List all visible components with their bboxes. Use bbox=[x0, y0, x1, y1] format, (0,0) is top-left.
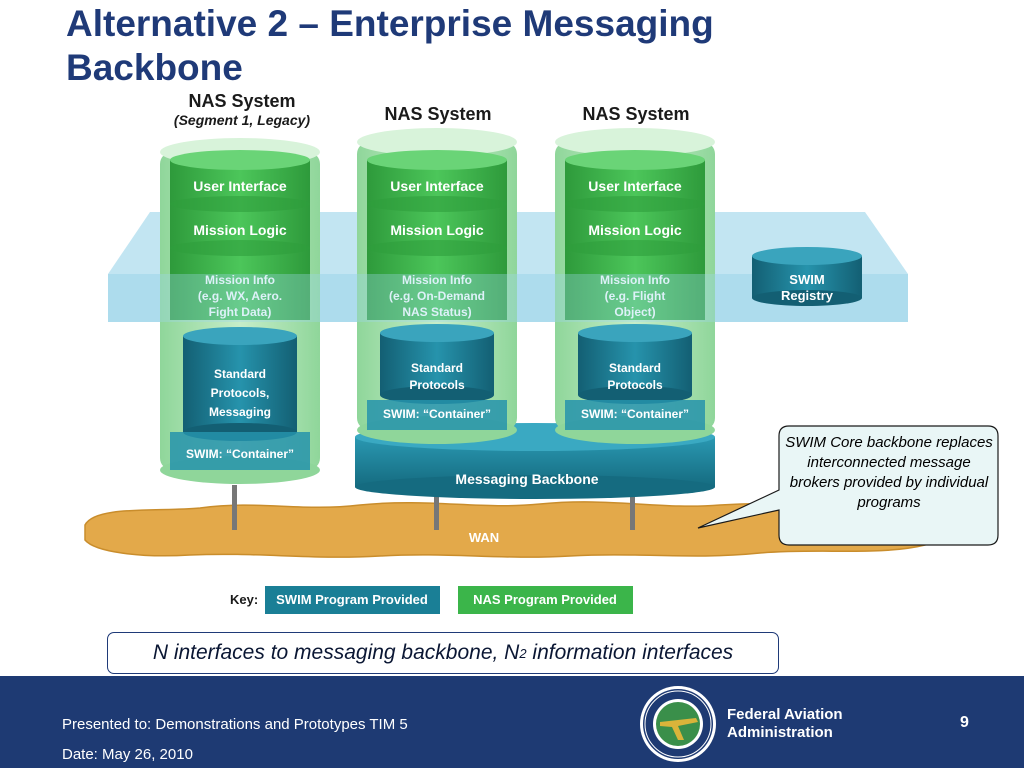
column-2-protocols-1: Standard bbox=[411, 361, 463, 375]
column-1-title: NAS System bbox=[188, 91, 295, 111]
callout-text: SWIM Core backbone replaces interconnect… bbox=[785, 434, 993, 511]
column-1-subtitle: (Segment 1, Legacy) bbox=[174, 112, 310, 128]
summary-text-before: N interfaces to messaging backbone, N bbox=[152, 641, 520, 664]
column-2-mission-info-3: NAS Status) bbox=[402, 305, 471, 319]
column-1-protocols-2: Protocols, bbox=[211, 386, 270, 400]
swim-plane-front bbox=[108, 274, 908, 322]
page-number: 9 bbox=[960, 714, 969, 731]
column-2-mission-logic: Mission Logic bbox=[390, 222, 484, 238]
column-3-mission-info-2: (e.g. Flight bbox=[605, 289, 666, 303]
column-1-mission-logic: Mission Logic bbox=[193, 222, 287, 238]
column-3-container: SWIM: “Container” bbox=[581, 407, 689, 421]
column-3-protocols-1: Standard bbox=[609, 361, 661, 375]
column-2-container: SWIM: “Container” bbox=[383, 407, 491, 421]
column-1-mission-info-2: (e.g. WX, Aero. bbox=[198, 289, 282, 303]
column-2-mission-info-1: Mission Info bbox=[402, 273, 472, 287]
footer-organization: Federal Aviation Administration bbox=[727, 706, 877, 742]
column-1-container: SWIM: “Container” bbox=[186, 447, 294, 461]
wan-label: WAN bbox=[469, 530, 499, 545]
column-3-mission-logic: Mission Logic bbox=[588, 222, 682, 238]
footer-org-line2: Administration bbox=[727, 724, 833, 741]
summary-text-after: information interfaces bbox=[526, 641, 734, 664]
column-3-protocols-2: Protocols bbox=[607, 378, 663, 392]
connector-pipe bbox=[630, 493, 635, 530]
messaging-backbone-label: Messaging Backbone bbox=[455, 471, 598, 487]
connector-pipe bbox=[232, 485, 237, 530]
key-swim-label: SWIM Program Provided bbox=[276, 592, 428, 607]
column-3-user-interface: User Interface bbox=[588, 178, 682, 194]
footer-org-line1: Federal Aviation bbox=[727, 706, 843, 723]
key-nas-swatch bbox=[458, 586, 633, 614]
architecture-diagram: WAN Messaging Backbone NAS System (Segme… bbox=[84, 91, 999, 614]
column-3-mission-info-1: Mission Info bbox=[600, 273, 670, 287]
column-2-title: NAS System bbox=[384, 104, 491, 124]
column-2-mission-info-2: (e.g. On-Demand bbox=[389, 289, 485, 303]
nas-system-column-2 bbox=[357, 128, 517, 444]
connector-pipe bbox=[434, 493, 439, 530]
key-swim-swatch bbox=[265, 586, 440, 614]
footer-bar: Presented to: Demonstrations and Prototy… bbox=[0, 676, 1024, 768]
column-3-mission-info-3: Object) bbox=[614, 305, 655, 319]
callout-bubble bbox=[697, 425, 999, 546]
summary-superscript: 2 bbox=[519, 645, 527, 661]
column-1-mission-info-3: Fight Data) bbox=[209, 305, 272, 319]
column-2-protocols-2: Protocols bbox=[409, 378, 465, 392]
column-3-title: NAS System bbox=[582, 104, 689, 124]
key-label: Key: bbox=[230, 592, 258, 607]
faa-seal-icon bbox=[640, 686, 716, 762]
swim-registry-label-1: SWIM bbox=[789, 272, 824, 287]
column-1-mission-info-1: Mission Info bbox=[205, 273, 275, 287]
column-1-user-interface: User Interface bbox=[193, 178, 287, 194]
column-1-protocols-1: Standard bbox=[214, 367, 266, 381]
swim-registry bbox=[752, 247, 862, 306]
footer-date: Date: May 26, 2010 bbox=[62, 746, 193, 763]
key-nas-label: NAS Program Provided bbox=[473, 592, 617, 607]
footer-presented-to: Presented to: Demonstrations and Prototy… bbox=[62, 716, 408, 733]
column-2-user-interface: User Interface bbox=[390, 178, 484, 194]
swim-registry-label-2: Registry bbox=[781, 288, 834, 303]
column-1-protocols-3: Messaging bbox=[209, 405, 271, 419]
nas-system-column-3 bbox=[555, 128, 715, 444]
nas-system-column-1 bbox=[160, 138, 320, 484]
slide-title: Alternative 2 – Enterprise Messaging Bac… bbox=[66, 3, 714, 88]
